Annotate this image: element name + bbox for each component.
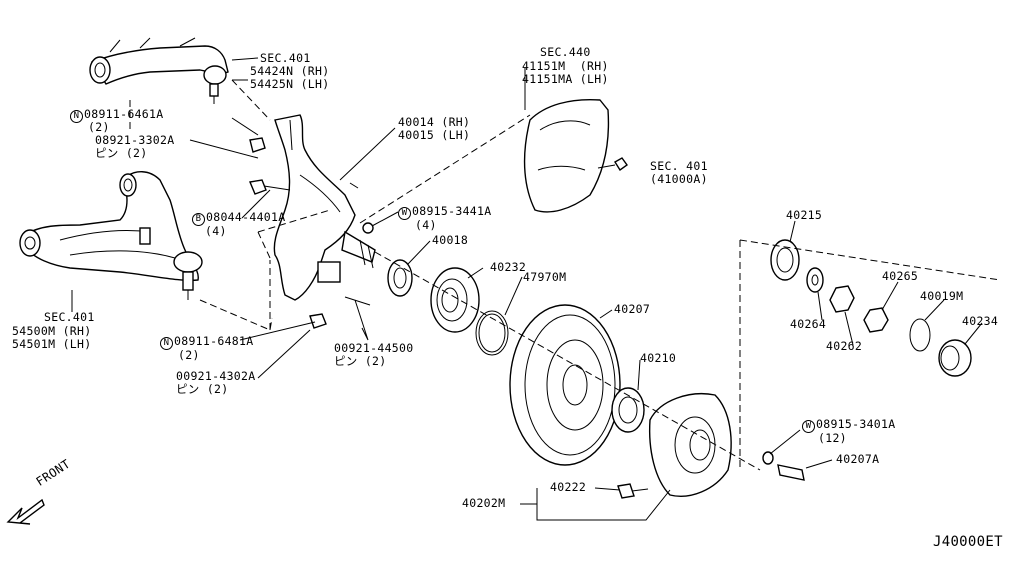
part-number: 08911-6481A [174,334,254,348]
label-40215: 40215 [786,208,823,222]
label-sec401-lower: SEC.401 [44,310,95,324]
w-symbol: W [802,420,815,433]
ring-47970m [475,310,509,356]
oring-40019m [909,318,931,352]
label-40207a: 40207A [836,452,880,466]
b-symbol: B [192,213,205,226]
label-sec440: SEC.440 [540,45,591,59]
washer-08915-3401a [762,451,774,465]
label-40018: 40018 [432,233,469,247]
label-40014: 40014 (RH) [398,115,471,129]
seal-40018 [387,259,413,297]
label-qty-2b: (2) [178,348,200,362]
label-00921-44500: 00921-44500 [334,341,414,355]
label-qty-4a: (4) [205,224,227,238]
label-40207: 40207 [614,302,651,316]
label-40265: 40265 [882,269,919,283]
label-40234: 40234 [962,314,999,328]
diagram-code: J40000ET [933,534,1003,550]
steering-knuckle [273,114,376,301]
label-40262: 40262 [826,339,863,353]
label-54425n: 54425N (LH) [250,77,330,91]
lock-40265 [863,307,889,333]
bearing-40210 [611,387,645,433]
upper-control-arm [89,37,229,104]
label-qty-12: (12) [818,431,847,445]
w-symbol: W [398,207,411,220]
cap-40234 [938,339,972,377]
bolt-group-knuckle [249,137,374,329]
label-40019m: 40019M [920,289,964,303]
bearing-40215 [770,239,800,281]
label-00921-4302a: 00921-4302A [176,369,256,383]
front-arrow [6,498,45,525]
lower-control-arm [19,171,203,300]
label-sec401-upper: SEC.401 [260,51,311,65]
brake-rotor-40207 [509,304,621,466]
bolt-40207a [777,464,805,481]
label-47970m: 47970M [523,270,567,284]
part-number: 08911-6461A [84,107,164,121]
label-sec401-right: SEC. 401 [650,159,708,173]
label-qty-4b: (4) [415,218,437,232]
label-pin-2b: ピン (2) [334,354,387,368]
label-pin-2a: ピン (2) [95,146,148,160]
label-54501m: 54501M (LH) [12,337,92,351]
part-number: 08915-3441A [412,204,492,218]
label-54500m: 54500M (RH) [12,324,92,338]
label-40015: 40015 (LH) [398,128,471,142]
label-qty-2a: (2) [88,120,110,134]
label-54424n: 54424N (RH) [250,64,330,78]
part-number: 08915-3401A [816,417,896,431]
label-41000a: (41000A) [650,172,708,186]
label-40264: 40264 [790,317,827,331]
label-40232: 40232 [490,260,527,274]
washer-40264 [806,267,824,293]
label-40210: 40210 [640,351,677,365]
nut-40262 [829,285,855,313]
label-pin-2c: ピン (2) [176,382,229,396]
n-symbol: N [160,337,173,350]
label-40222: 40222 [550,480,587,494]
label-41151m: 41151M (RH) [522,59,609,73]
hub-40202m [648,393,732,497]
n-symbol: N [70,110,83,123]
bolt-40222 [617,483,635,499]
label-40202m: 40202M [462,496,506,510]
label-08921-3302a: 08921-3302A [95,133,175,147]
part-number: 08044-4401A [206,210,286,224]
bearing-40232 [430,267,480,333]
dust-shield [523,98,628,213]
label-41151ma: 41151MA (LH) [522,72,609,86]
